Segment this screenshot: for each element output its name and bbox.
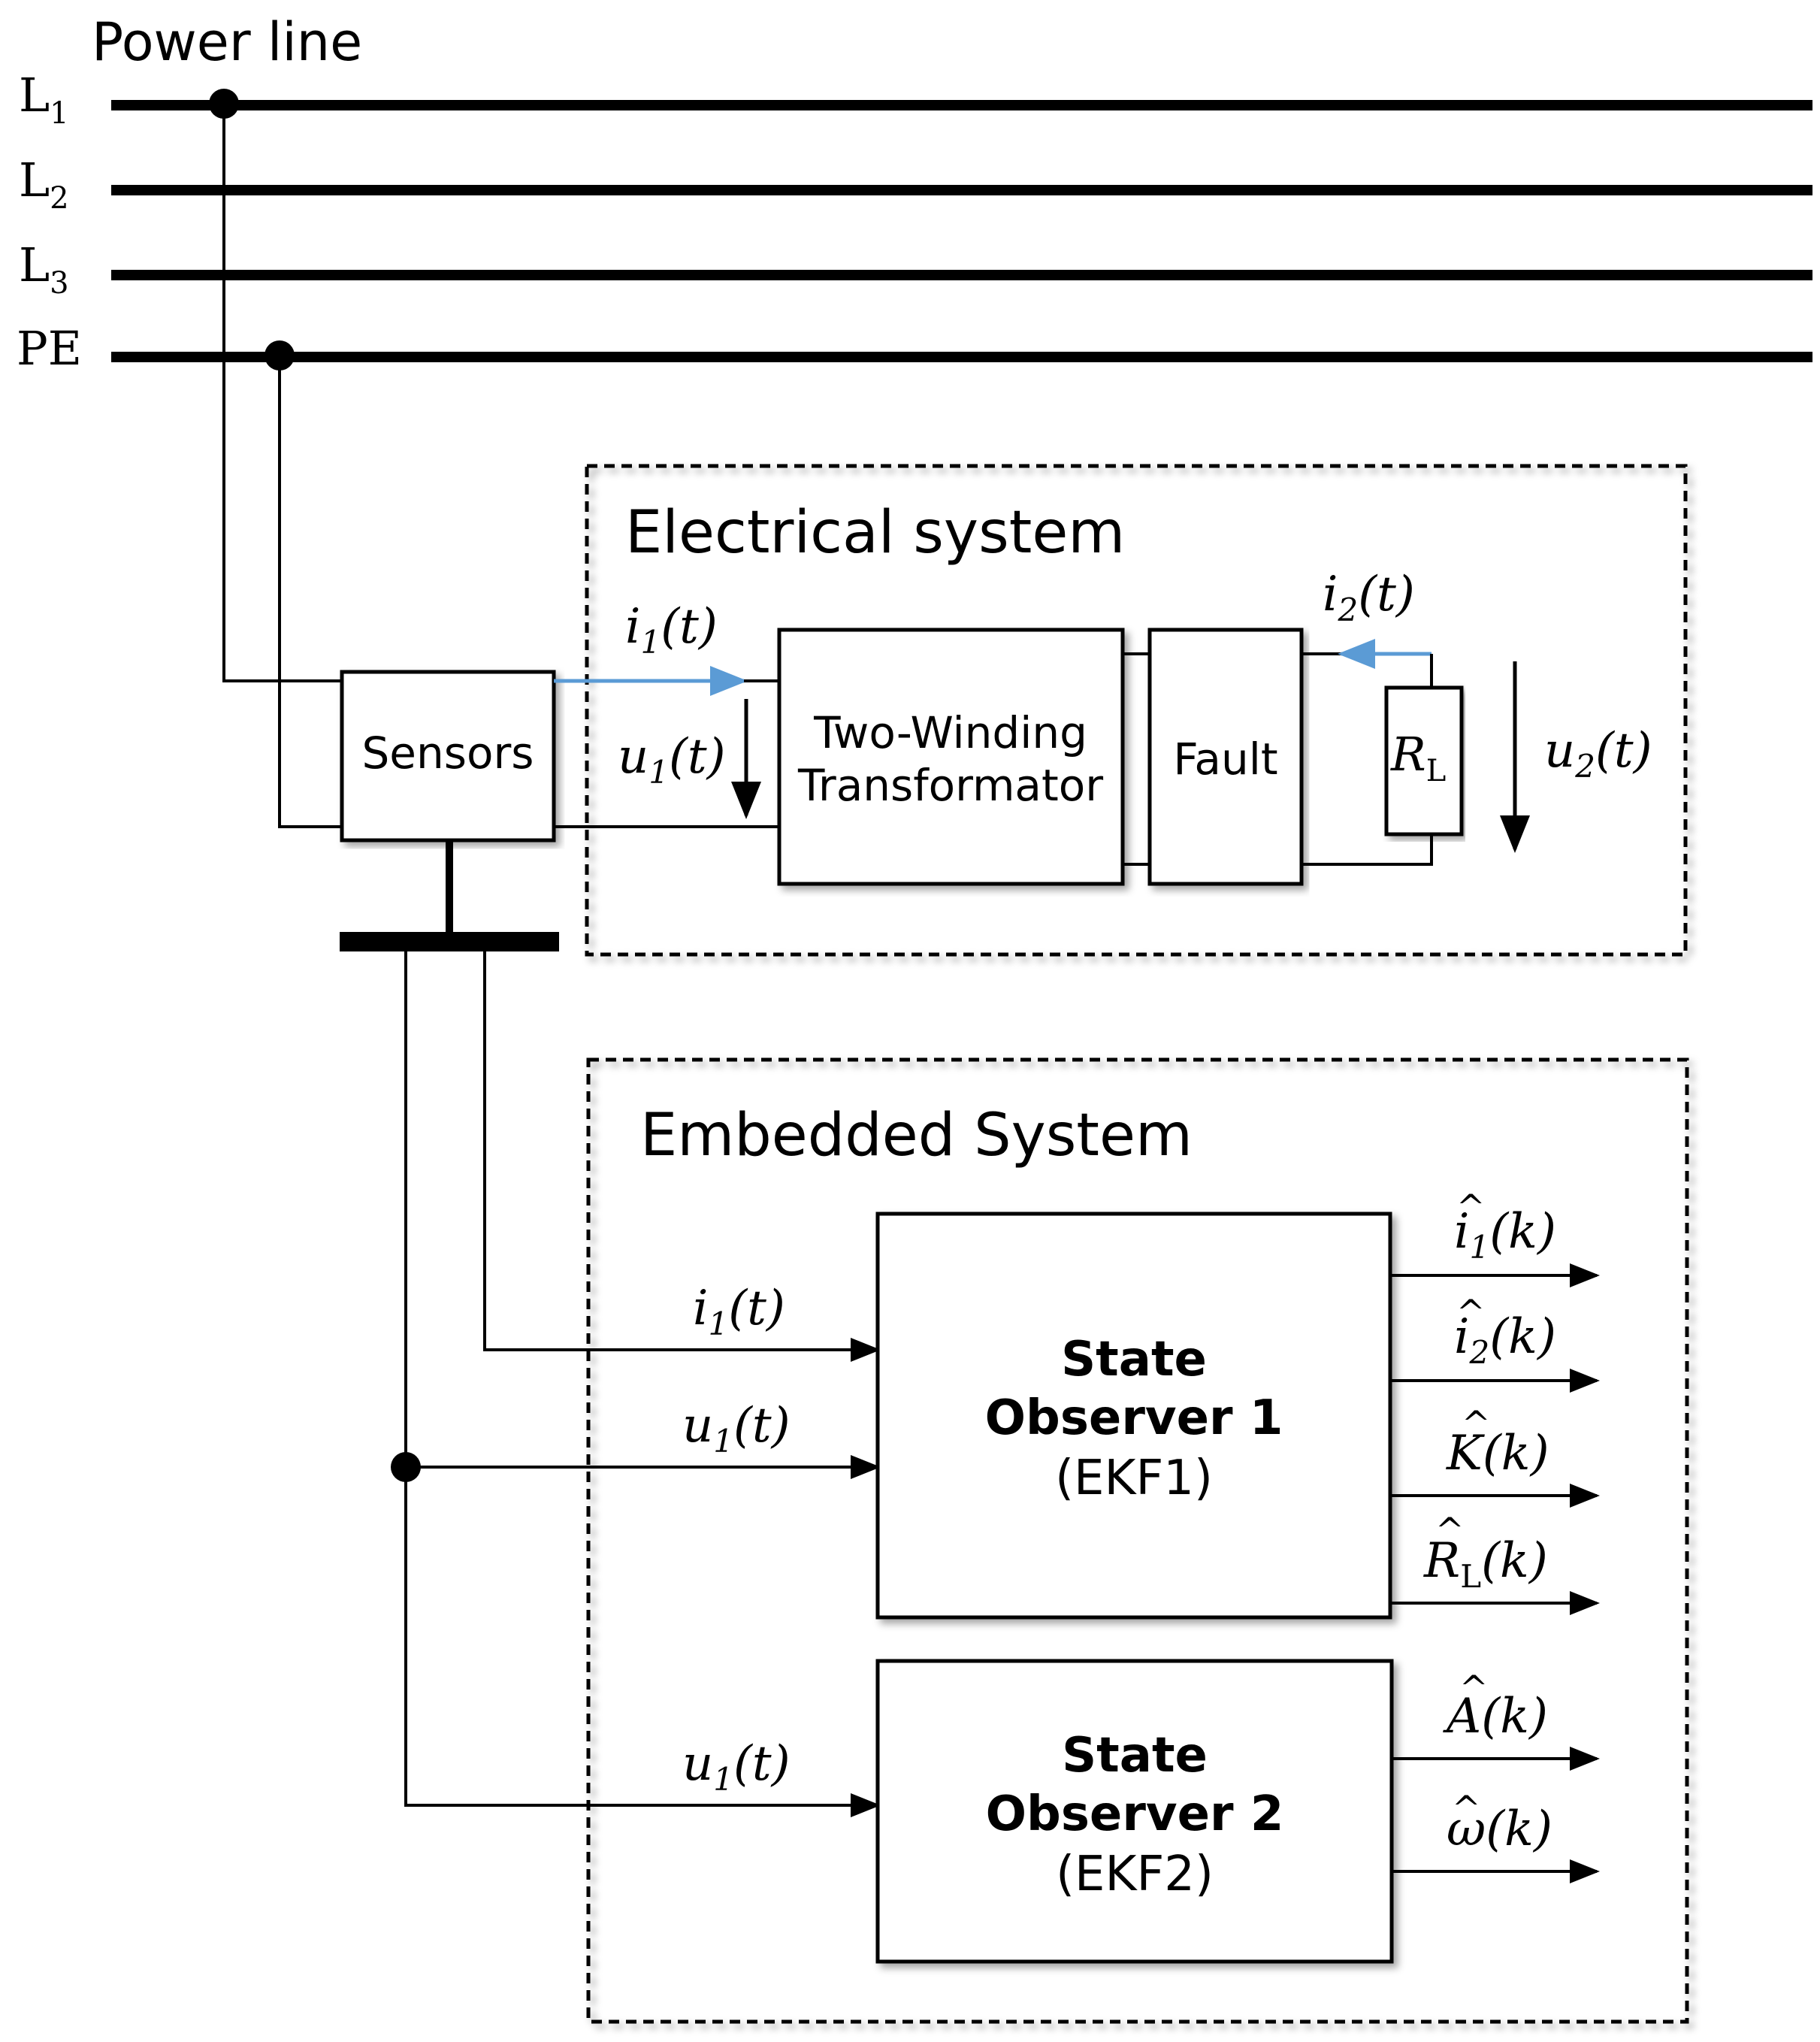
state-observer-2-line2: Observer 2 [986, 1786, 1284, 1842]
junction-dot-pe [265, 340, 295, 371]
label-out-i1hat: i1(k) [1454, 1204, 1556, 1266]
line-label-l1: L1 [19, 68, 69, 131]
state-observer-2-box [875, 1659, 1394, 1964]
fault-label: Fault [1173, 734, 1277, 785]
state-observer-1-line3: (EKF1) [1055, 1451, 1213, 1506]
state-observer-1-line1: State [1061, 1332, 1207, 1387]
line-label-l3: L3 [19, 237, 69, 301]
hat-i1: ^ [1456, 1187, 1486, 1227]
state-observer-2-line3: (EKF2) [1056, 1847, 1214, 1902]
label-in-u1-obs1: u1(t) [682, 1398, 791, 1460]
state-observer-1-box [875, 1212, 1392, 1620]
label-out-i2hat: i2(k) [1454, 1309, 1556, 1371]
state-observer-2-line1: State [1062, 1728, 1208, 1783]
observer-1-outputs [1390, 1263, 1600, 1615]
embedded-system-title: Embedded System [640, 1102, 1193, 1169]
label-out-khat: K(k) [1446, 1426, 1549, 1481]
hat-a: ^ [1459, 1668, 1489, 1708]
electrical-system-box [585, 464, 1688, 957]
observer-2-outputs [1392, 1747, 1600, 1883]
electrical-system-title: Electrical system [625, 499, 1125, 567]
label-in-u1-obs2: u1(t) [682, 1736, 791, 1798]
embedded-system-box [586, 1057, 1689, 2024]
line-label-l2: L2 [19, 153, 69, 216]
tap-wires [222, 105, 342, 828]
label-u1-top: u1(t) [618, 729, 726, 791]
load-resistor-label: RL [1390, 727, 1446, 788]
sensors-box [340, 670, 556, 843]
label-out-omegahat: ω(k) [1447, 1801, 1552, 1857]
junction-dot-l1 [209, 89, 239, 119]
hat-omega: ^ [1452, 1788, 1481, 1829]
label-i1-top: i1(t) [625, 599, 718, 661]
hat-k: ^ [1462, 1403, 1491, 1444]
label-out-rlhat: RL(k) [1423, 1533, 1548, 1595]
bus-wire-i1 [483, 951, 860, 1351]
transformer-label-line2: Transformator [797, 760, 1103, 811]
sensors-label: Sensors [361, 728, 534, 779]
hat-i2: ^ [1456, 1292, 1486, 1333]
transformer-box [777, 628, 1125, 886]
label-u2: u2(t) [1544, 723, 1652, 785]
power-line-title: Power line [92, 11, 362, 73]
load-wire-bottom [1302, 834, 1433, 866]
line-label-pe: PE [17, 321, 82, 376]
sensor-bus-bar [340, 932, 559, 951]
bus-wire-u1 [404, 951, 860, 1807]
load-resistor [1384, 685, 1464, 836]
state-observer-1-line2: Observer 1 [985, 1390, 1283, 1446]
label-i2: i2(t) [1323, 567, 1415, 628]
transformer-label-line1: Two-Winding [813, 707, 1087, 758]
label-in-i1: i1(t) [693, 1281, 785, 1342]
label-out-ahat: A(k) [1443, 1689, 1548, 1744]
junction-dot-u1 [391, 1452, 421, 1482]
power-lines [111, 100, 1812, 362]
fault-box [1147, 628, 1304, 886]
hat-rl: ^ [1435, 1510, 1465, 1550]
